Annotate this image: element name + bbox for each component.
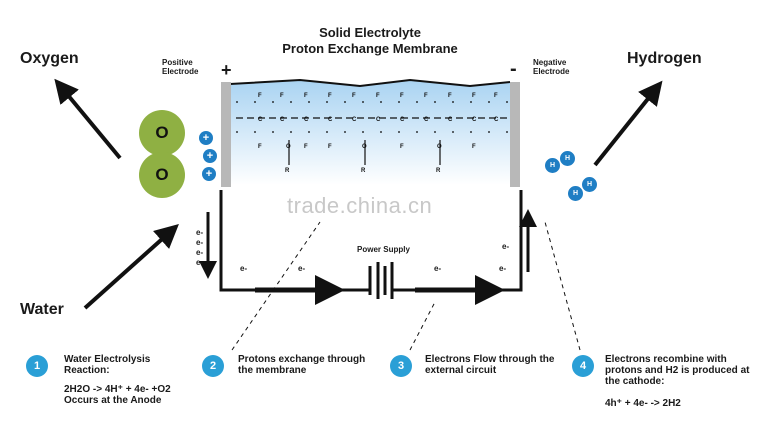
- svg-text:F: F: [304, 93, 308, 99]
- electron-label: e-: [502, 242, 510, 251]
- electron-label: e-: [434, 264, 442, 273]
- svg-text:O: O: [286, 144, 291, 150]
- positive-electrode: [221, 82, 231, 187]
- svg-text:C: C: [400, 117, 405, 123]
- step-4-number: 4: [572, 355, 594, 377]
- svg-text:R: R: [361, 168, 366, 174]
- proton-icon: +: [202, 167, 216, 181]
- svg-text:F: F: [400, 93, 404, 99]
- hydrogen-atom: H: [568, 186, 583, 201]
- electron-label: e-: [196, 228, 204, 237]
- electron-label: e-: [196, 238, 204, 247]
- hydrogen-label: Hydrogen: [627, 50, 702, 67]
- svg-text:F: F: [424, 93, 428, 99]
- svg-text:C: C: [328, 117, 333, 123]
- leader-step-2: [231, 221, 321, 351]
- svg-text:C: C: [376, 117, 381, 123]
- step-4-title: Electrons recombine with protons and H2 …: [605, 354, 750, 387]
- plus-sign: +: [221, 60, 232, 80]
- negative-electrode-label: Negative Electrode: [533, 58, 570, 76]
- svg-text:F: F: [258, 93, 262, 99]
- svg-text:C: C: [280, 117, 285, 123]
- hydrogen-atom: H: [545, 158, 560, 173]
- svg-text:R: R: [285, 168, 290, 174]
- svg-text:F: F: [448, 93, 452, 99]
- hydrogen-arrow: [593, 80, 663, 167]
- water-arrow: [83, 224, 179, 310]
- svg-text:C: C: [352, 117, 357, 123]
- svg-text:O: O: [362, 144, 367, 150]
- svg-text:F: F: [328, 93, 332, 99]
- svg-text:C: C: [494, 117, 499, 123]
- step-3-number: 3: [390, 355, 412, 377]
- oxygen-arrow: [54, 78, 122, 160]
- svg-text:O: O: [437, 144, 442, 150]
- diagram-title: Solid Electrolyte Proton Exchange Membra…: [225, 25, 515, 57]
- svg-text:F: F: [494, 93, 498, 99]
- svg-text:C: C: [448, 117, 453, 123]
- leader-step-3: [409, 301, 436, 351]
- proton-icon: +: [199, 131, 213, 145]
- step-1-title: Water Electrolysis Reaction:: [64, 354, 151, 376]
- watermark: trade.china.cn: [287, 193, 433, 218]
- step-2-number: 2: [202, 355, 224, 377]
- step-3-title: Electrons Flow through the external circ…: [425, 354, 555, 376]
- svg-text:F: F: [472, 144, 476, 150]
- power-supply-label: Power Supply: [357, 245, 410, 254]
- svg-text:F: F: [352, 93, 356, 99]
- svg-text:F: F: [280, 93, 284, 99]
- oxygen-atom: O: [139, 110, 185, 156]
- electron-label: e-: [240, 264, 248, 273]
- hydrogen-atom: H: [582, 177, 597, 192]
- svg-text:C: C: [258, 117, 263, 123]
- step-1-detail: 2H2O -> 4H⁺ + 4e- +O2 Occurs at the Anod…: [64, 384, 171, 406]
- hydrogen-atom: H: [560, 151, 575, 166]
- step-2-title: Protons exchange through the membrane: [238, 354, 366, 376]
- svg-text:F: F: [304, 144, 308, 150]
- svg-text:F: F: [400, 144, 404, 150]
- polymer-atoms: F F F F F F F F F F F C C C C C C C C C C C F O F F O F O F R R…: [258, 93, 499, 174]
- svg-text:C: C: [424, 117, 429, 123]
- electron-label: e-: [499, 264, 507, 273]
- electron-label: e-: [196, 248, 204, 257]
- title-line-1: Solid Electrolyte: [319, 25, 421, 40]
- leader-step-4: [544, 221, 581, 351]
- positive-electrode-label: Positive Electrode: [162, 58, 199, 76]
- electron-label: e-: [298, 264, 306, 273]
- step-1-number: 1: [26, 355, 48, 377]
- svg-text:F: F: [328, 144, 332, 150]
- water-label: Water: [20, 301, 64, 318]
- oxygen-atom: O: [139, 152, 185, 198]
- step-4-detail: 4h⁺ + 4e- -> 2H2: [605, 398, 681, 409]
- title-line-2: Proton Exchange Membrane: [282, 41, 458, 56]
- membrane-top-edge: [229, 78, 511, 88]
- proton-icon: +: [203, 149, 217, 163]
- electron-label: e-: [196, 258, 204, 267]
- svg-text:F: F: [376, 93, 380, 99]
- polymer-chain: [236, 101, 508, 165]
- svg-text:C: C: [472, 117, 477, 123]
- svg-text:F: F: [472, 93, 476, 99]
- negative-electrode: [510, 82, 520, 187]
- minus-sign: -: [510, 58, 517, 80]
- oxygen-label: Oxygen: [20, 50, 79, 67]
- svg-text:F: F: [258, 144, 262, 150]
- svg-text:C: C: [304, 117, 309, 123]
- svg-text:R: R: [436, 168, 441, 174]
